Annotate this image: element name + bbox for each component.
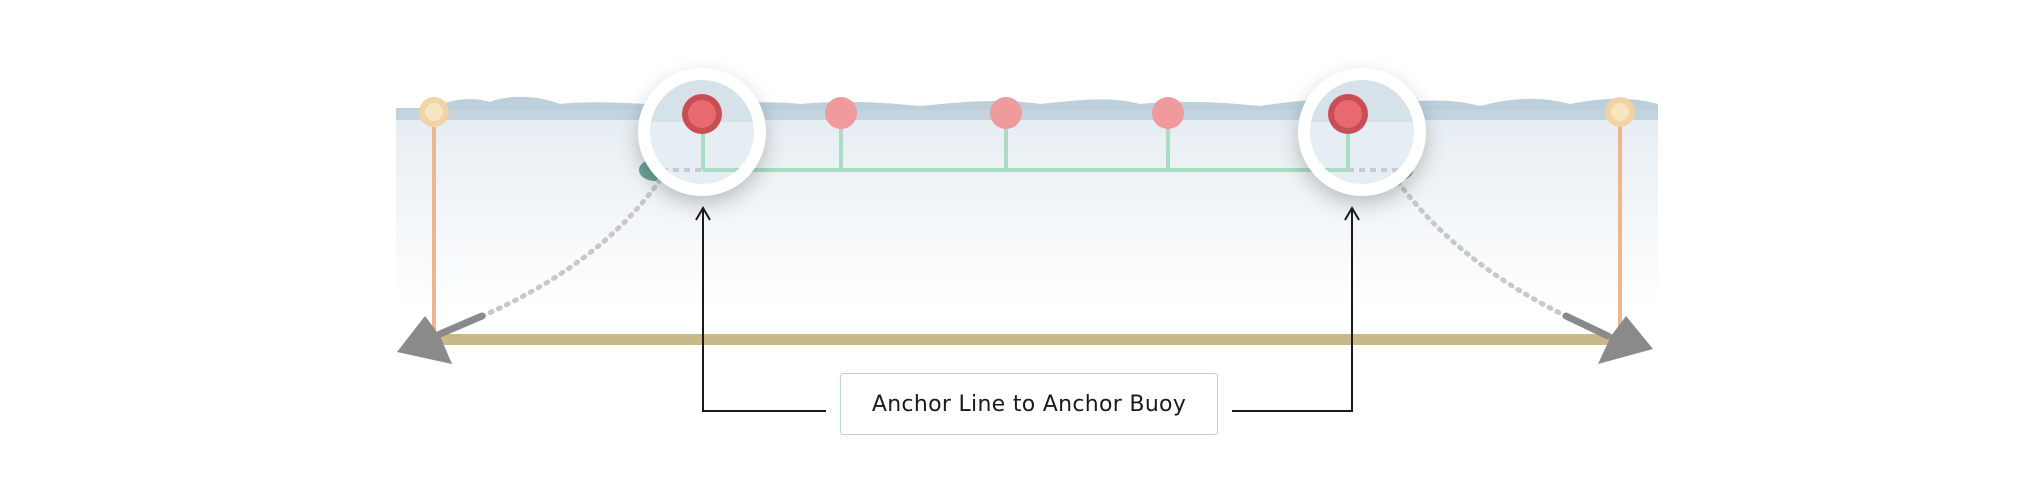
anchor-line-left (475, 177, 663, 321)
end-buoy-left (419, 97, 449, 127)
water-body (396, 118, 1658, 308)
water-surface-band (396, 110, 1658, 120)
buoy-icon (990, 97, 1022, 129)
anchor-icon (1562, 312, 1653, 364)
callout-box: Anchor Line to Anchor Buoy (840, 373, 1218, 435)
buoy-icon (1152, 97, 1184, 129)
anchor-icon (397, 312, 486, 364)
magnifier-icon (1298, 68, 1426, 196)
callout-leader-left (695, 206, 826, 412)
callout-leader-right (1232, 206, 1360, 412)
callout-label: Anchor Line to Anchor Buoy (871, 391, 1187, 417)
end-buoy-right (1605, 97, 1635, 127)
bottom-line (432, 334, 1624, 345)
anchor-line-right (1395, 179, 1573, 321)
magnifier-icon (638, 68, 766, 196)
buoy-icon (825, 97, 857, 129)
